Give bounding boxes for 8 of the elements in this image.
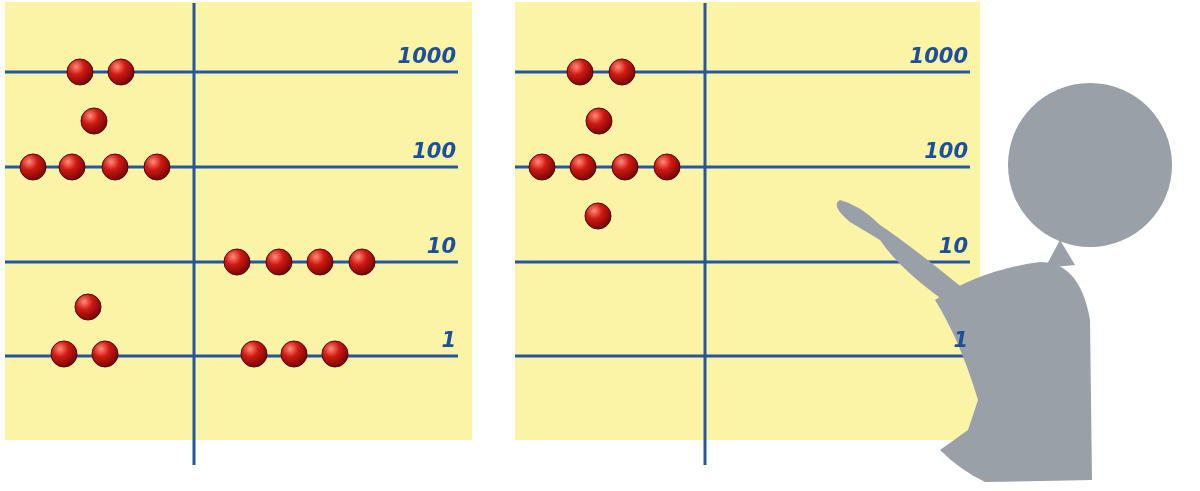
place-value-label: 1000 xyxy=(397,44,456,68)
place-value-label: 1 xyxy=(441,328,456,352)
place-value-label: 100 xyxy=(924,139,968,163)
place-value-label: 10 xyxy=(426,234,456,258)
place-value-label: 1 xyxy=(953,328,968,352)
place-value-label: 10 xyxy=(938,234,968,258)
place-value-label: 100 xyxy=(412,139,456,163)
place-value-label: 1000 xyxy=(909,44,968,68)
